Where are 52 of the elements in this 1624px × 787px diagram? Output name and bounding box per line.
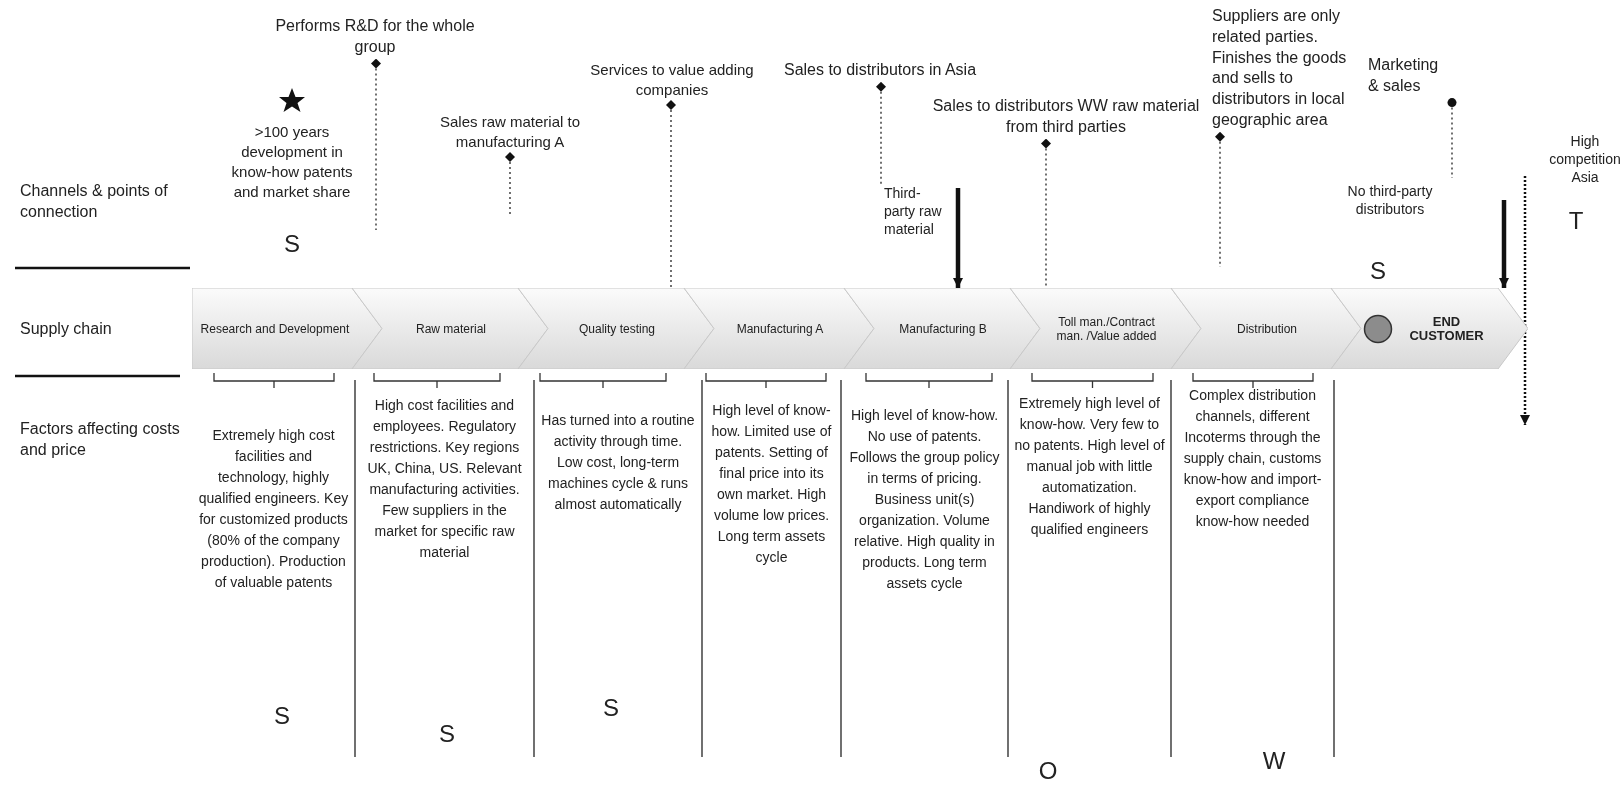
cost-factor-text: High level of know-how. No use of patents. Follows the group policy in terms of pricing. Business unit(s) organization. Volume relative. High quality in products. Long term assets cycle xyxy=(848,406,1001,593)
cost-factor-text: Complex distribution channels, different Incoterms through the supply chain, customs know-how and import-export compliance know-how needed xyxy=(1182,386,1323,531)
chevron-step xyxy=(1171,288,1361,369)
annotation-text: Marketing & sales xyxy=(1368,55,1450,97)
step-label: END CUSTOMER xyxy=(1408,314,1485,343)
rating-letter: S xyxy=(602,693,620,723)
cost-factor-text: High cost facilities and employees. Regulatory restrictions. Key regions UK, China, US. Relevant manufacturing activities. Few suppliers in the market for specific raw material xyxy=(366,396,523,562)
rating-letter: S xyxy=(438,719,456,749)
annotation-text: Sales to distributors in Asia xyxy=(777,60,983,81)
rating-letter: T xyxy=(1567,206,1585,236)
rating-letter: S xyxy=(1369,256,1387,286)
annotation-text: Sales to distributors WW raw material from third parties xyxy=(931,96,1201,138)
annotation-text: >100 years development in know-how patents and market share xyxy=(230,122,354,202)
row-heading: Factors affecting costs and price xyxy=(20,419,180,460)
cost-factor-text: Has turned into a routine activity through time. Low cost, long-term machines cycle & runs almost automatically xyxy=(540,411,696,514)
row-heading: Supply chain xyxy=(20,319,113,339)
leader-line xyxy=(1041,138,1051,289)
annotation-text: Suppliers are only related parties. Finishes the goods and sells to distributors in local geographic area xyxy=(1212,6,1362,131)
chevron-step xyxy=(684,288,874,369)
step-label: Research and Development xyxy=(200,321,350,336)
leader-line xyxy=(666,100,676,289)
step-label: Quality testing xyxy=(577,321,656,336)
row-heading: Channels & points of connection xyxy=(20,181,169,222)
cost-factor-text: Extremely high level of know-how. Very few to no patents. High level of manual job with little automatization. Handiwork of highly qualified engineers xyxy=(1014,394,1165,539)
step-label: Manufacturing A xyxy=(735,321,825,336)
rating-letter: W xyxy=(1261,746,1287,776)
annotation-text: No third-party distributors xyxy=(1346,182,1434,218)
leader-line xyxy=(876,81,886,185)
chevron-step xyxy=(352,288,548,369)
cost-factor-text: High level of know-how. Limited use of patents. Setting of final price into its own market. High volume low prices. Long term assets cycle xyxy=(710,401,833,567)
step-label: Toll man./Contract man. /Value added xyxy=(1055,314,1158,343)
chevron-step xyxy=(1331,288,1528,369)
chevron-step xyxy=(192,288,382,369)
step-label: Raw material xyxy=(415,321,487,336)
arrow xyxy=(1499,200,1509,288)
step-label: Manufacturing B xyxy=(898,321,988,336)
annotation-text: High competition Asia xyxy=(1548,132,1622,186)
cost-factor-text: Extremely high cost facilities and technology, highly qualified engineers. Key for customized products (80% of the company production). Production of valuable patents xyxy=(198,426,349,592)
leader-line xyxy=(371,58,381,231)
annotation-text: Third-party raw material xyxy=(884,184,946,239)
annotation-text: Performs R&D for the whole group xyxy=(275,16,475,58)
chevron-step xyxy=(518,288,714,369)
rating-letter: O xyxy=(1037,756,1059,786)
annotation-text: Services to value adding companies xyxy=(587,60,757,99)
chevron-step xyxy=(1010,288,1201,369)
rating-letter: S xyxy=(273,701,291,731)
step-label: Distribution xyxy=(1236,321,1298,336)
chevron-step xyxy=(844,288,1040,369)
rating-letter: S xyxy=(283,229,301,259)
arrow xyxy=(953,188,963,288)
leader-line xyxy=(505,152,515,217)
annotation-text: Sales raw material to manufacturing A xyxy=(415,112,605,151)
